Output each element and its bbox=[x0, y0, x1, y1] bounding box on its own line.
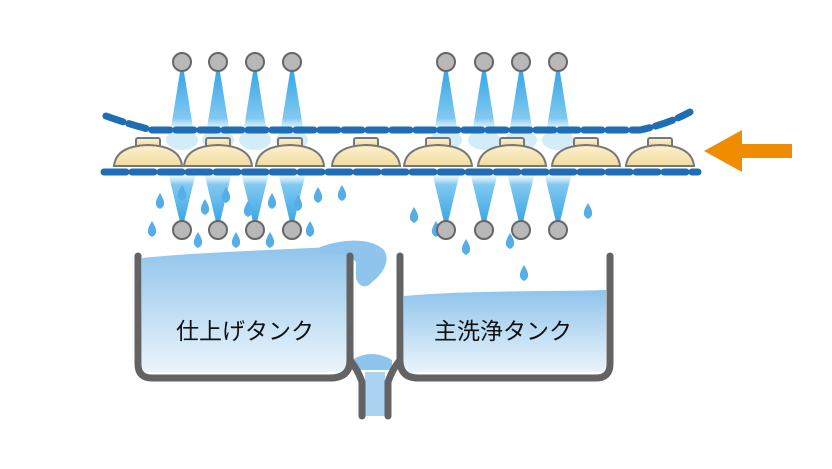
water-drop-icon bbox=[505, 233, 515, 249]
bottom-spray bbox=[278, 172, 306, 222]
water-drop-icon bbox=[265, 232, 275, 248]
rinse-tank-wall bbox=[134, 252, 354, 382]
wash-tank-label: 主洗浄タンク bbox=[434, 319, 572, 345]
dish-icon bbox=[112, 137, 184, 167]
top-spray bbox=[509, 72, 533, 134]
water-drop-icon bbox=[221, 187, 231, 203]
spray-nozzle-icon bbox=[548, 220, 568, 240]
tanks bbox=[134, 252, 614, 420]
water-drop-icon bbox=[337, 185, 347, 201]
bottom-spray bbox=[432, 172, 460, 222]
spray-nozzle-icon bbox=[436, 52, 456, 72]
water-drop-icon bbox=[461, 239, 471, 255]
spray-nozzle-icon bbox=[436, 220, 456, 240]
spray-nozzle-icon bbox=[474, 220, 494, 240]
water-drop-icon bbox=[155, 193, 165, 209]
conveyor-top-rail bbox=[102, 108, 694, 134]
top-spray bbox=[472, 72, 496, 134]
water-drop-icon bbox=[177, 185, 187, 201]
drain-pipe-left bbox=[346, 356, 366, 420]
bottom-spray bbox=[470, 172, 498, 222]
dish-icon bbox=[254, 137, 326, 167]
dish-body bbox=[550, 143, 622, 167]
water-drop-icon bbox=[243, 201, 253, 217]
spray-mist bbox=[542, 130, 574, 150]
water-drop-icon bbox=[231, 232, 241, 248]
water-drop-icon bbox=[305, 221, 315, 237]
spray-nozzle-icon bbox=[548, 52, 568, 72]
top-spray bbox=[434, 72, 458, 134]
spray-nozzle-icon bbox=[208, 52, 228, 72]
bottom-spray bbox=[507, 172, 535, 222]
spray-nozzle-icon bbox=[282, 52, 302, 72]
spray-nozzle-icon bbox=[511, 52, 531, 72]
water-drop-icon bbox=[293, 195, 303, 211]
wash-tank-water bbox=[404, 290, 606, 372]
spray-nozzle-icon bbox=[511, 220, 531, 240]
drain-pipe-right bbox=[384, 356, 404, 420]
direction-arrow bbox=[704, 130, 792, 172]
spray-mist bbox=[239, 130, 271, 150]
water-drops bbox=[147, 185, 593, 281]
spray-nozzle-icon bbox=[208, 220, 228, 240]
dish-icon bbox=[182, 137, 254, 167]
water-drop-icon bbox=[193, 232, 203, 248]
water-drop-icon bbox=[200, 199, 210, 215]
bottom-spray bbox=[204, 172, 232, 222]
top-spray bbox=[206, 72, 230, 134]
top-spray bbox=[243, 72, 267, 134]
water-drop-icon bbox=[583, 203, 593, 219]
water-drop-icon bbox=[313, 187, 323, 203]
dish-icon bbox=[402, 137, 474, 167]
dish-body bbox=[330, 143, 402, 167]
water-drop-icon bbox=[267, 193, 277, 209]
spray-nozzle-icon bbox=[474, 52, 494, 72]
bottom-spray bbox=[241, 172, 269, 222]
dish-body bbox=[402, 143, 474, 167]
conveyor bbox=[100, 108, 702, 176]
dish-body bbox=[182, 143, 254, 167]
drain-pool bbox=[352, 354, 392, 370]
dish-icon bbox=[476, 137, 548, 167]
bottom-spray bbox=[544, 172, 572, 222]
top-spray bbox=[546, 72, 570, 134]
spray-nozzle-icon bbox=[245, 220, 265, 240]
dish-body bbox=[624, 143, 696, 167]
overflow-water bbox=[320, 240, 387, 287]
spray-mist bbox=[468, 130, 500, 150]
rinse-tank-water bbox=[142, 246, 348, 372]
water-drop-icon bbox=[147, 221, 157, 237]
dish-body bbox=[476, 143, 548, 167]
spray-mist bbox=[166, 130, 198, 150]
nozzles bbox=[172, 52, 568, 240]
top-spray bbox=[170, 72, 194, 134]
water-drop-icon bbox=[519, 265, 529, 281]
water-layer bbox=[142, 240, 606, 416]
water-drop-icon bbox=[409, 207, 419, 223]
top-spray bbox=[280, 72, 304, 134]
spray-nozzle-icon bbox=[245, 52, 265, 72]
dish-icon bbox=[550, 137, 622, 167]
dish-body bbox=[254, 143, 326, 167]
spray-nozzle-icon bbox=[172, 220, 192, 240]
dish-body bbox=[112, 143, 184, 167]
drain-stream bbox=[365, 372, 385, 416]
wash-tank-wall bbox=[396, 252, 614, 382]
conveyor-direction-arrow-icon bbox=[704, 130, 792, 172]
spray-nozzle-icon bbox=[282, 220, 302, 240]
spray-nozzle-icon bbox=[172, 52, 192, 72]
dish-icon bbox=[330, 137, 402, 167]
rinse-tank-label: 仕上げタンク bbox=[176, 319, 314, 345]
dish-icon bbox=[624, 137, 696, 167]
